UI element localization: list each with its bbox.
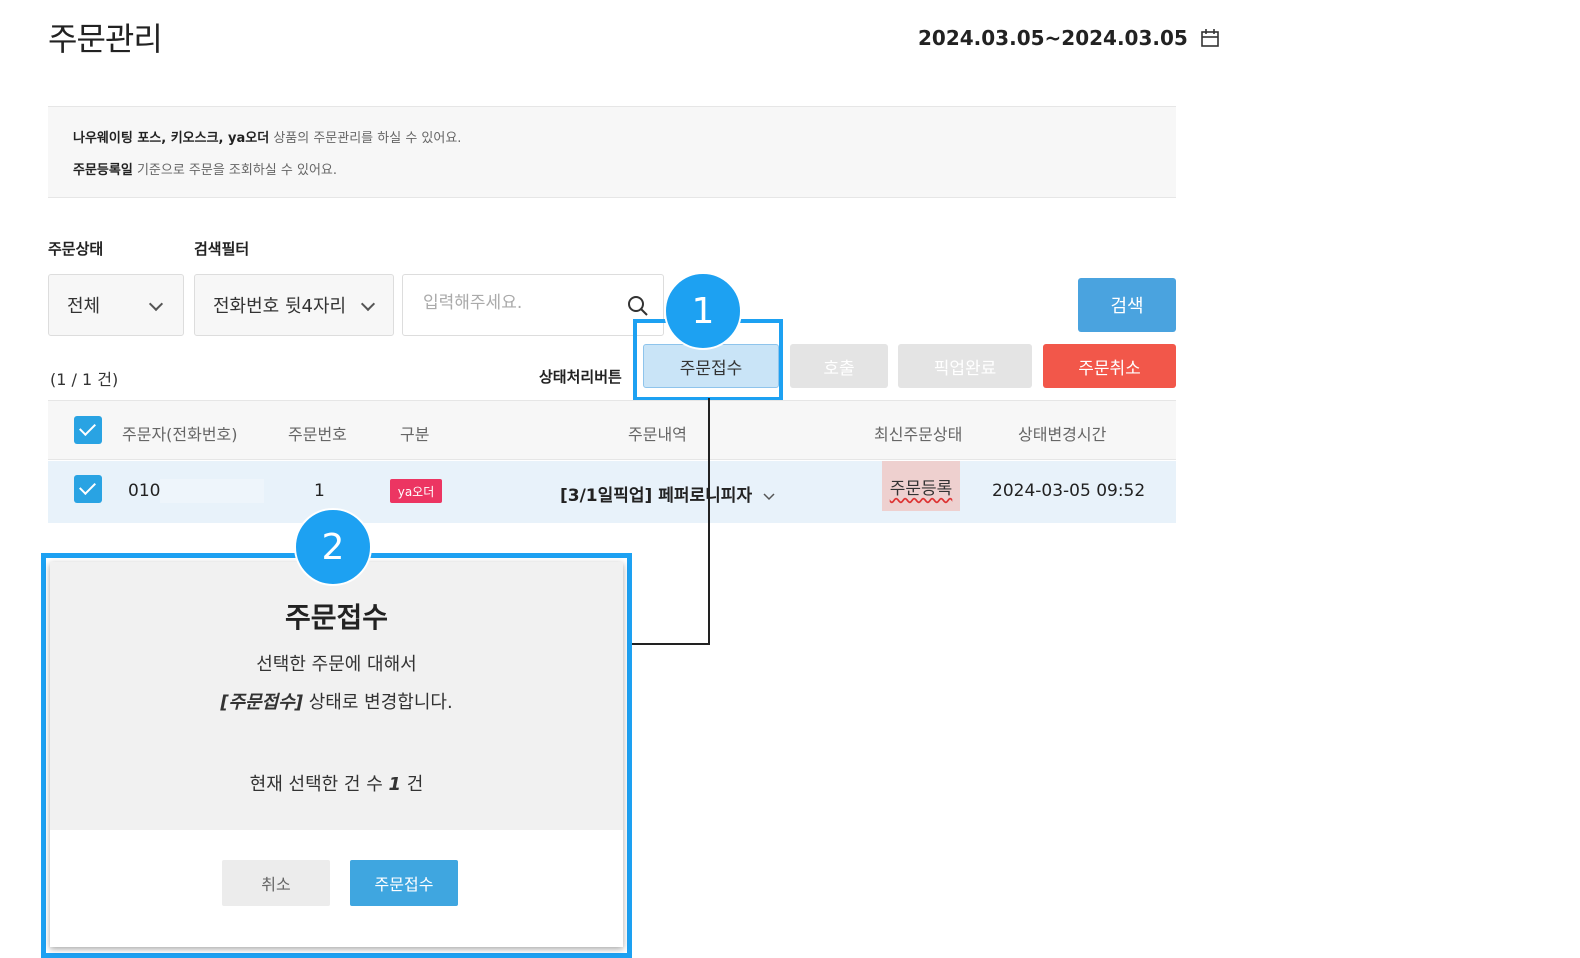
page-title: 주문관리 [48, 20, 163, 58]
cell-detail[interactable]: [3/1일픽업] 페퍼로니피자 [560, 481, 776, 506]
date-range-text: 2024.03.05~2024.03.05 [918, 26, 1188, 50]
modal-body: 주문접수 선택한 주문에 대해서 [주문접수] 상태로 변경합니다. 현재 선택… [50, 562, 623, 830]
search-box[interactable] [402, 274, 664, 336]
col-type: 구분 [400, 425, 430, 444]
search-button[interactable]: 검색 [1078, 278, 1176, 332]
modal-confirm-button[interactable]: 주문접수 [350, 860, 458, 906]
modal-line-3: 현재 선택한 건 수 1 건 [50, 770, 623, 796]
col-detail: 주문내역 [628, 425, 687, 444]
order-status-label: 주문상태 [48, 240, 104, 258]
search-filter-label: 검색필터 [194, 240, 250, 258]
notice-line-2-bold: 주문등록일 [73, 163, 133, 178]
connector-line [603, 643, 710, 645]
modal-count-suffix: 건 [401, 774, 424, 795]
col-orderer: 주문자(전화번호) [122, 425, 238, 444]
table-row[interactable]: 010 1 ya오더 [3/1일픽업] 페퍼로니피자 주문등록 2024-03-… [48, 461, 1176, 523]
connector-line [708, 398, 710, 644]
table-header: 주문자(전화번호) 주문번호 구분 주문내역 최신주문상태 상태변경시간 [48, 400, 1176, 460]
modal-line-2-status: [주문접수] [220, 692, 304, 713]
chevron-down-icon [148, 296, 164, 312]
status-buttons-label: 상태처리버튼 [539, 368, 622, 386]
row-checkbox[interactable] [74, 475, 102, 503]
result-count: (1 / 1 건) [50, 370, 119, 389]
chevron-down-icon [360, 296, 376, 312]
modal-title: 주문접수 [284, 601, 389, 634]
calendar-icon[interactable] [1200, 28, 1220, 48]
notice-line-1-bold: 나우웨이팅 포스, 키오스크, ya오더 [73, 131, 270, 146]
col-changed-time: 상태변경시간 [1018, 425, 1107, 444]
callout-badge-1: 1 [664, 272, 742, 350]
chevron-down-icon[interactable] [762, 491, 776, 501]
date-range[interactable]: 2024.03.05~2024.03.05 [918, 26, 1220, 50]
cell-latest-status: 주문등록 [882, 461, 960, 511]
pickup-complete-button[interactable]: 픽업완료 [898, 344, 1032, 388]
cell-detail-text: [3/1일픽업] 페퍼로니피자 [560, 486, 753, 506]
cell-order-no: 1 [314, 481, 325, 501]
col-latest-status: 최신주문상태 [874, 425, 963, 444]
modal-line-1: 선택한 주문에 대해서 [256, 654, 417, 675]
cell-changed-time: 2024-03-05 09:52 [992, 481, 1146, 501]
notice-line-2-text: 기준으로 주문을 조회하실 수 있어요. [132, 163, 338, 178]
notice-line-2: 주문등록일 기준으로 주문을 조회하실 수 있어요. [73, 159, 337, 178]
search-input[interactable] [423, 293, 613, 313]
callout-badge-2: 2 [294, 508, 372, 586]
search-filter-select[interactable]: 전화번호 뒷4자리 [194, 274, 394, 336]
order-status-select[interactable]: 전체 [48, 274, 184, 336]
select-all-checkbox[interactable] [74, 416, 102, 444]
modal-count-number: 1 [388, 774, 402, 795]
modal-highlight: 주문접수 선택한 주문에 대해서 [주문접수] 상태로 변경합니다. 현재 선택… [41, 553, 632, 958]
accept-order-button[interactable]: 주문접수 [643, 344, 779, 388]
col-order-no: 주문번호 [288, 425, 347, 444]
notice-line-1-text: 상품의 주문관리를 하실 수 있어요. [269, 131, 462, 146]
accept-order-modal: 주문접수 선택한 주문에 대해서 [주문접수] 상태로 변경합니다. 현재 선택… [50, 562, 623, 947]
call-button[interactable]: 호출 [790, 344, 888, 388]
search-icon[interactable] [627, 295, 649, 317]
search-filter-value: 전화번호 뒷4자리 [213, 296, 347, 317]
modal-line-2: [주문접수] 상태로 변경합니다. [50, 688, 623, 714]
phone-mask [160, 479, 264, 503]
modal-cancel-button[interactable]: 취소 [222, 860, 330, 906]
cell-phone: 010 [128, 481, 161, 501]
order-status-value: 전체 [67, 296, 101, 317]
modal-count-prefix: 현재 선택한 건 수 [249, 774, 389, 795]
cancel-order-button[interactable]: 주문취소 [1043, 344, 1176, 388]
modal-line-2-text: 상태로 변경합니다. [303, 692, 453, 713]
notice-line-1: 나우웨이팅 포스, 키오스크, ya오더 상품의 주문관리를 하실 수 있어요. [73, 127, 461, 146]
notice-box: 나우웨이팅 포스, 키오스크, ya오더 상품의 주문관리를 하실 수 있어요.… [48, 106, 1176, 198]
cell-type-badge: ya오더 [390, 479, 442, 503]
